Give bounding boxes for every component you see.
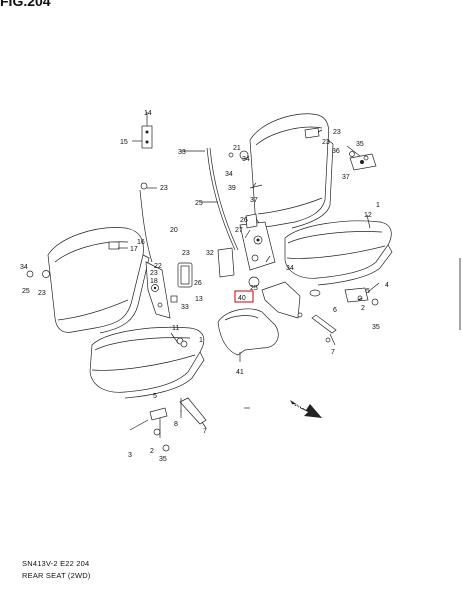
callout-31: 33 [178, 149, 186, 156]
callout-31b: 33 [181, 304, 189, 311]
callout-8: 8 [174, 421, 178, 428]
callout-4: 4 [385, 282, 389, 289]
callout-2-right: 2 [361, 305, 365, 312]
callout-30: 32 [206, 250, 214, 257]
callout-37: 37 [342, 174, 350, 181]
callout-labels: 14 15 33 23 25 20 16 17 23 32 22 23 18 2… [20, 110, 389, 463]
callout-26: 26 [194, 280, 202, 287]
callout-32: 34 [242, 156, 250, 163]
left-seat-back [47, 227, 150, 334]
forward-direction-arrow: FWD [290, 400, 322, 418]
callout-2-bottom: 2 [150, 448, 154, 455]
right-seat-cushion [284, 220, 393, 286]
knob-32 [239, 150, 249, 160]
callout-10: 15 [120, 139, 128, 146]
callout-7-bottom: 7 [203, 428, 207, 435]
callout-16: 21 [233, 145, 241, 152]
callout-20-right: 23 [322, 139, 330, 146]
callout-41: 41 [236, 369, 244, 376]
callout-35: 35 [356, 141, 364, 148]
callout-40: 40 [238, 295, 246, 302]
callout-6-right: 6 [333, 307, 337, 314]
callout-1-left: 1 [199, 337, 203, 344]
callout-18: 23 [182, 250, 190, 257]
callout-23-left: 23 [160, 185, 168, 192]
callout-38: 37 [250, 197, 258, 204]
cover-41 [217, 308, 303, 356]
callout-9: 14 [144, 110, 152, 117]
callout-13: 17 [130, 246, 138, 253]
callout-25-upper: 25 [195, 200, 203, 207]
callout-33: 34 [225, 171, 233, 178]
bracket-40 [261, 281, 301, 319]
callout-27: 27 [235, 227, 243, 234]
callout-11-left: 11 [172, 325, 179, 332]
callout-34-mid: 34 [286, 265, 294, 272]
callout-22: 25 [22, 288, 30, 295]
callout-6-left: 13 [195, 296, 203, 303]
callout-39: 39 [228, 185, 236, 192]
bracket-16 [177, 262, 193, 288]
callout-21: 23 [38, 290, 46, 297]
top-anchor-bracket [141, 112, 153, 149]
strap-7-right [311, 314, 337, 334]
callout-11-right: 12 [364, 212, 372, 219]
bracket-30 [217, 247, 235, 278]
bracket-5 [344, 287, 369, 303]
model-code-caption: SN413V-2 E22 204 [22, 559, 90, 568]
callout-12: 16 [137, 239, 145, 246]
highlight-box-40 [234, 290, 254, 303]
callout-23-right: 23 [333, 129, 341, 136]
seat-belt-strap [139, 189, 153, 263]
callout-34-bottom: 35 [159, 456, 167, 463]
callout-17: 22 [154, 263, 162, 270]
callout-15: 20 [170, 227, 178, 234]
center-recliner-mechanism [239, 213, 276, 271]
left-seat-cushion [89, 326, 205, 399]
callout-36: 36 [332, 148, 340, 155]
callout-25-mid: 25 [250, 285, 258, 292]
callout-34-right: 35 [372, 324, 380, 331]
left-hinge-bracket [145, 261, 171, 319]
figure-title: FIG.204 [0, 0, 51, 9]
strap-7-left [179, 397, 207, 425]
callout-5: 5 [366, 288, 370, 295]
callout-7-right: 7 [331, 349, 335, 356]
callout-26b: 26 [240, 217, 248, 224]
callout-1-right: 1 [376, 202, 380, 209]
svg-text:FWD: FWD [293, 404, 305, 410]
callout-33-left: 34 [20, 264, 28, 271]
right-seat-back [249, 113, 334, 229]
callout-20: 23 [150, 270, 158, 277]
clip-23 [304, 127, 320, 139]
bracket-2 [149, 407, 168, 421]
callout-5-bottom: 5 [153, 393, 157, 400]
callout-14: 18 [150, 278, 158, 285]
callout-3: 3 [128, 452, 132, 459]
description-caption: REAR SEAT (2WD) [22, 571, 91, 580]
leader-lines [118, 129, 380, 429]
